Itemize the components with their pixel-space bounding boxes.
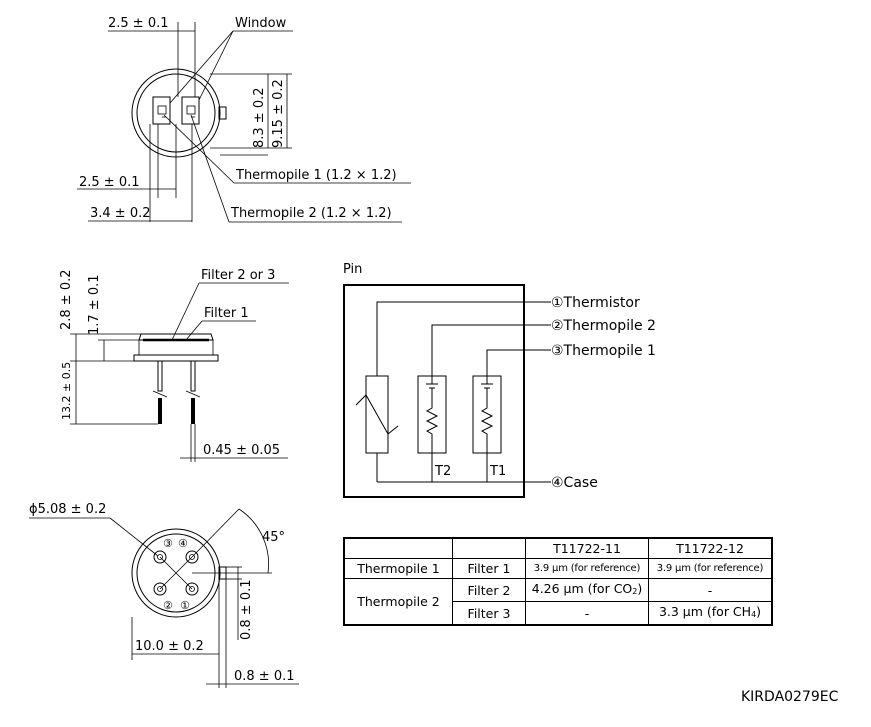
dim-cap-height: 1.7 ± 0.1 [87, 274, 102, 335]
dim-height-outer: 9.15 ± 0.2 [271, 79, 286, 148]
dim-lead-diameter: 0.45 ± 0.05 [203, 443, 280, 458]
pin-number-2: ② [163, 599, 173, 612]
lead-right [190, 360, 196, 392]
pin-1-label: ①Thermistor [551, 295, 640, 311]
t1-label: T1 [489, 464, 506, 479]
value-subscript: 4 [751, 610, 757, 619]
window-left [152, 96, 171, 125]
pin-diagram-title: Pin [343, 262, 362, 277]
dim-pitch: 2.5 ± 0.1 [79, 175, 140, 190]
table-row: Thermopile 2 Filter 2 4.26 μm (for CO2) … [343, 578, 773, 626]
pin-4-label: ④Case [551, 475, 598, 491]
dim-height-inner: 8.3 ± 0.2 [252, 87, 267, 148]
dim-total-height: 2.8 ± 0.2 [59, 269, 74, 330]
dim-angle: 45° [262, 530, 285, 545]
table-cell-filter: Filter 2 [452, 578, 526, 602]
value-text: 4.26 μm (for CO [531, 581, 633, 596]
filter-2-or-3-label: Filter 2 or 3 [201, 268, 275, 283]
pin-4 [185, 550, 199, 564]
table-cell-value: 3.3 μm (for CH4) [648, 601, 773, 626]
dim-tab-vertical: 0.8 ± 0.1 [239, 579, 254, 640]
dim-lead-length: 13.2 ± 0.5 [60, 362, 73, 420]
t2-label: T2 [434, 464, 451, 479]
table-cell-empty [343, 537, 453, 559]
table-header-row: T11722-11 T11722-12 [343, 537, 773, 559]
thermopile-2-wire [431, 324, 551, 376]
top-view: 2.5 ± 0.1 Window 8.3 ± 0.2 9.15 ± 0.2 2.… [77, 16, 411, 223]
table-header-t11722-12: T11722-12 [648, 537, 773, 559]
value-text-end: ) [756, 604, 762, 619]
pin-3 [153, 550, 167, 564]
pin-2 [153, 582, 167, 596]
dim-window-width: 2.5 ± 0.1 [108, 16, 169, 31]
side-view: 2.8 ± 0.2 1.7 ± 0.1 13.2 ± 0.5 Filter 2 … [59, 268, 289, 462]
can-tab [218, 106, 227, 120]
pin-1 [185, 582, 199, 596]
lead-left-lower [158, 398, 162, 424]
table-cell-empty [452, 537, 526, 559]
dim-offset: 3.4 ± 0.2 [90, 206, 151, 221]
thermistor-symbol [355, 394, 399, 435]
thermopile-1-element [157, 105, 167, 115]
thermopile-2-label: Thermopile 2 (1.2 × 1.2) [230, 206, 392, 221]
thermopile-1-wire [486, 349, 551, 376]
table-cell-filter: Filter 3 [452, 601, 526, 626]
document-code: KIRDA0279EC [741, 689, 839, 705]
pin-diagram: Pin T2 T1 ①Thermistor ②Thermopile 2 ③The… [343, 262, 656, 498]
value-text-end: ) [637, 581, 643, 596]
table-row: Thermopile 1 Filter 1 3.9 μm (for refere… [343, 558, 773, 579]
table-cell-element: Thermopile 2 [343, 578, 453, 626]
pin-number-3: ③ [163, 537, 173, 550]
dim-pin-circle-diameter: ϕ5.08 ± 0.2 [29, 502, 106, 517]
pin-2-label: ②Thermopile 2 [551, 318, 656, 334]
pin-number-4: ④ [178, 537, 188, 550]
can-flange [133, 354, 219, 362]
table-cell-value: 4.26 μm (for CO2) [525, 578, 649, 602]
lead-right-lower [191, 398, 195, 424]
dim-flange-width: 10.0 ± 0.2 [135, 639, 204, 654]
pin-diagram-frame [343, 284, 525, 498]
bottom-view: ③ ④ ② ① ϕ5.08 ± 0.2 45° 0.8 ± 0.1 10.0 ±… [29, 502, 299, 688]
table-cell-filter: Filter 1 [452, 558, 526, 579]
lead-left [157, 360, 163, 392]
pin-number-1: ① [180, 599, 190, 612]
table-header-t11722-11: T11722-11 [525, 537, 649, 559]
thermopile-1-label: Thermopile 1 (1.2 × 1.2) [235, 168, 397, 183]
table-cell-element: Thermopile 1 [343, 558, 453, 579]
table-cell-value: - [525, 601, 649, 626]
value-text: 3.3 μm (for CH [658, 604, 752, 619]
thermopile-2-element [186, 105, 196, 115]
dim-tab-horizontal: 0.8 ± 0.1 [234, 669, 295, 684]
table-row: Filter 3 - 3.3 μm (for CH4) [344, 601, 773, 626]
window-label: Window [235, 16, 287, 31]
filter-1-label: Filter 1 [204, 306, 249, 321]
window-right [181, 96, 200, 125]
filter-table: T11722-11 T11722-12 Thermopile 1 Filter … [343, 537, 773, 626]
table-cell-value: 3.9 μm (for reference) [648, 558, 773, 579]
table-cell-value: 3.9 μm (for reference) [525, 558, 649, 579]
table-cell-value: - [648, 578, 773, 602]
value-subscript: 2 [632, 587, 638, 596]
pin-3-label: ③Thermopile 1 [551, 343, 656, 359]
thermistor-wire [376, 301, 551, 376]
